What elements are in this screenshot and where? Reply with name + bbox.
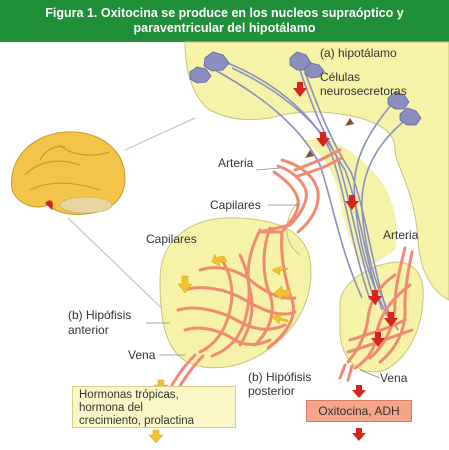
neuron-cell-bodies xyxy=(189,51,422,126)
label-posterior-pituitary-line-2: posterior xyxy=(248,384,295,398)
tropic-hormones-box: Hormonas trópicas, hormona del crecimien… xyxy=(72,386,236,428)
red-flow-arrows xyxy=(293,82,398,441)
label-hypothalamus: (a) hipotálamo xyxy=(320,46,397,60)
label-capillaries-lower: Capilares xyxy=(146,232,197,246)
tropic-hormones-line-2: hormona del xyxy=(79,402,143,414)
label-vein-right: Vena xyxy=(380,371,408,385)
label-vein-left: Vena xyxy=(128,348,156,362)
yellow-flow-arrows xyxy=(148,253,291,444)
neurosecretory-axons xyxy=(214,61,409,331)
anterior-capillary-network xyxy=(170,148,344,388)
label-anterior-pituitary-line-1: (b) Hipófisis xyxy=(68,308,132,322)
label-leader-lines xyxy=(146,167,381,379)
brown-flow-arrows xyxy=(305,115,360,158)
figure-title-line-1: Figura 1. Oxitocina se produce en los nu… xyxy=(45,6,404,20)
oxytocin-adh-box: Oxitocina, ADH xyxy=(306,400,412,422)
tropic-hormones-line-3: crecimiento, prolactina xyxy=(79,415,195,427)
label-capillaries-upper: Capilares xyxy=(210,198,261,212)
label-neurosecretory-cells-line-2: neurosecretoras xyxy=(320,84,407,98)
label-anterior-pituitary-line-2: anterior xyxy=(68,323,109,337)
label-artery-right: Arteria xyxy=(383,228,419,242)
label-artery-left: Arteria xyxy=(218,156,254,170)
tropic-hormones-line-1: Hormonas trópicas, xyxy=(79,389,179,401)
figure-title-line-2: paraventricular del hipotálamo xyxy=(133,21,316,35)
label-neurosecretory-cells-line-1: Células xyxy=(320,70,361,84)
label-posterior-pituitary-line-1: (b) Hipófisis xyxy=(248,370,312,384)
figure-title: Figura 1. Oxitocina se produce en los nu… xyxy=(0,0,449,42)
